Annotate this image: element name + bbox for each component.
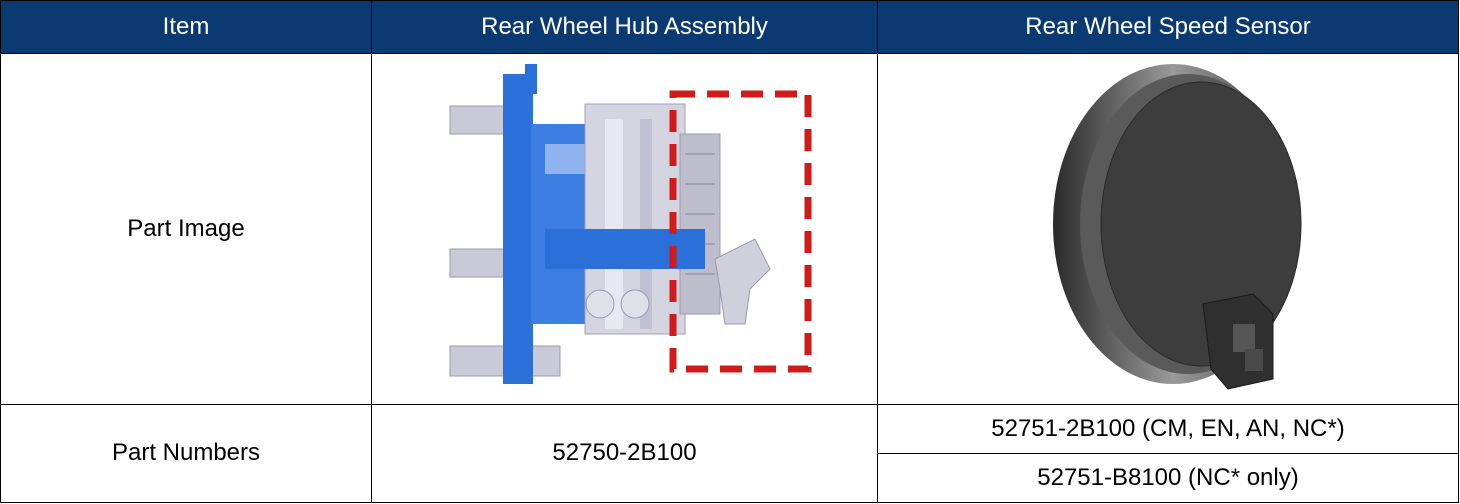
part-numbers-row-2: 52751-B8100 (NC* only) — [1, 452, 1459, 504]
hub-image-cell — [371, 53, 878, 405]
header-item: Item — [0, 0, 372, 55]
speed-sensor-icon — [1053, 63, 1302, 390]
part-numbers-label: Part Numbers — [0, 403, 372, 504]
sensor-part-number-1: 52751-2B100 (CM, EN, AN, NC*) — [877, 403, 1459, 454]
header-hub-assembly: Rear Wheel Hub Assembly — [371, 0, 878, 55]
hub-part-number: 52750-2B100 — [371, 403, 878, 504]
header-row: Item Rear Wheel Hub Assembly Rear Wheel … — [0, 0, 1459, 55]
sensor-image-cell — [877, 53, 1459, 405]
header-speed-sensor: Rear Wheel Speed Sensor — [877, 0, 1459, 55]
part-image-label: Part Image — [0, 53, 372, 405]
hub-assembly-icon — [449, 63, 811, 384]
part-numbers-row-1: Part Numbers 52750-2B100 52751-2B100 (CM… — [0, 403, 1459, 504]
part-image-row: Part Image — [0, 53, 1459, 405]
sensor-part-number-2: 52751-B8100 (NC* only) — [877, 452, 1459, 504]
